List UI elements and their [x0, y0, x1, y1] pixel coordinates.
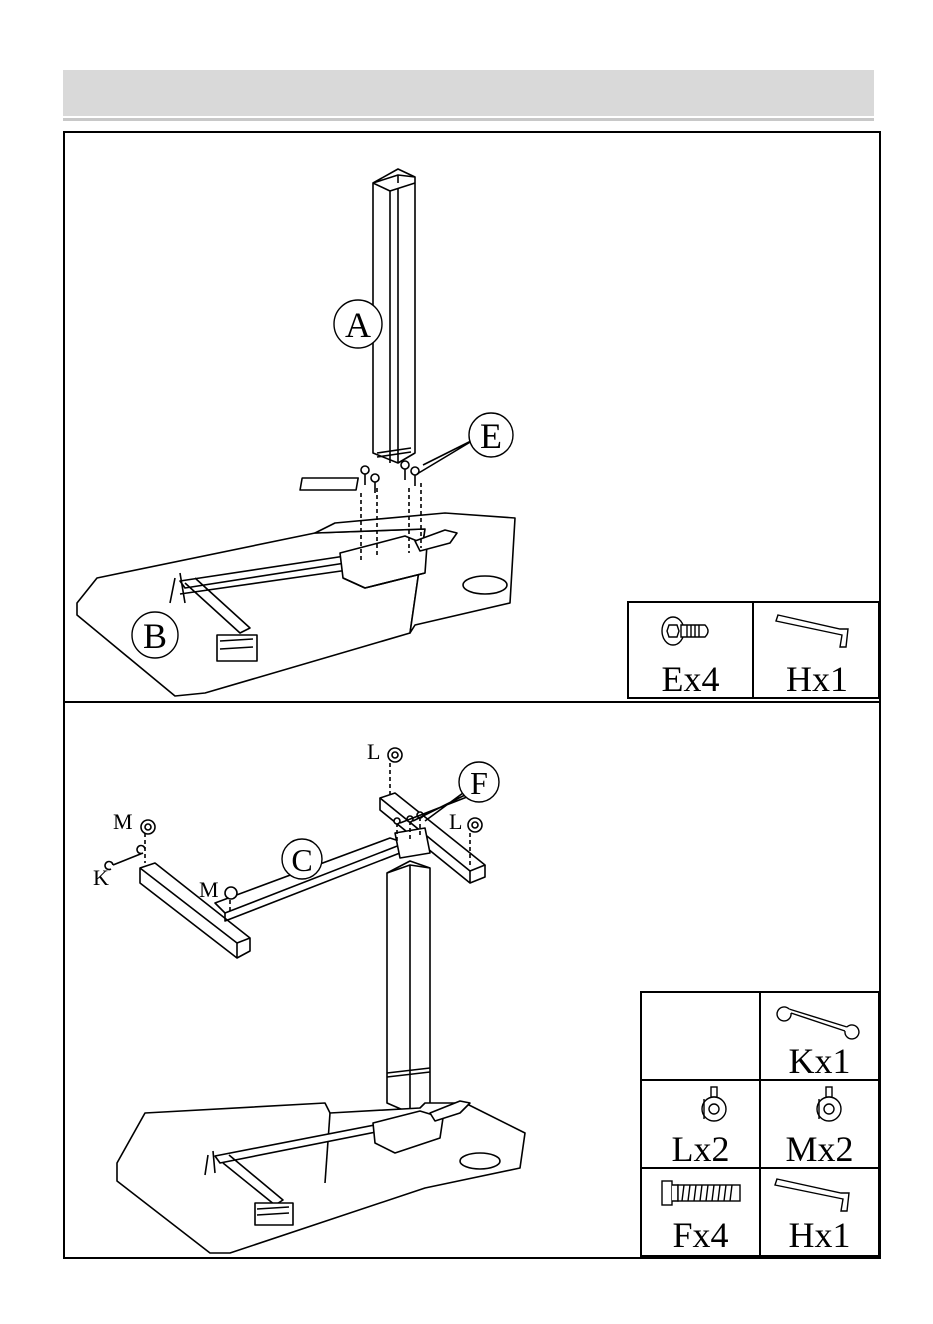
part-cell: Mx2 — [761, 1081, 878, 1169]
caster-m1 — [141, 820, 155, 834]
label-k: K — [93, 865, 109, 890]
part-cell: Kx1 — [761, 993, 878, 1081]
part-label: Hx1 — [761, 1217, 878, 1253]
parts-table-step-1: Ex4 Hx1 — [627, 601, 880, 699]
empty-cell — [642, 993, 761, 1081]
caster-m2 — [225, 887, 237, 899]
label-b: B — [143, 616, 167, 656]
left-foot-bar — [140, 868, 237, 958]
part-label: Ex4 — [629, 661, 752, 697]
label-c: C — [291, 842, 312, 878]
part-cell: Hx1 — [761, 1169, 878, 1255]
base-foot-lower — [117, 1103, 525, 1253]
part-label: Mx2 — [761, 1131, 878, 1167]
step-2-panel: C F L L M M K Kx1 — [63, 701, 881, 1259]
label-e: E — [480, 416, 502, 456]
parts-table-step-2: Kx1 Lx2 Mx2 — [640, 991, 880, 1257]
part-cell: Lx2 — [642, 1081, 761, 1169]
label-f: F — [470, 765, 488, 801]
wrench-k — [105, 846, 145, 870]
column — [387, 861, 430, 1113]
part-cell: Fx4 — [642, 1169, 761, 1255]
header-rule — [63, 118, 874, 121]
step-1-panel: A E B Ex4 Hx1 — [63, 131, 881, 703]
caster-l1 — [388, 748, 402, 762]
caster-l2 — [468, 818, 482, 832]
part-label: Fx4 — [642, 1217, 759, 1253]
label-a: A — [345, 305, 371, 345]
part-cell: Ex4 — [629, 603, 754, 697]
part-label: Kx1 — [761, 1043, 878, 1079]
label-m-left: M — [113, 809, 133, 834]
label-l-right: L — [449, 809, 462, 834]
right-foot-bar — [380, 793, 485, 871]
label-l-top: L — [367, 739, 380, 764]
part-label: Hx1 — [756, 661, 878, 697]
header-bar — [63, 70, 874, 116]
label-m-center: M — [199, 877, 219, 902]
part-label: Lx2 — [642, 1131, 759, 1167]
screws-e — [300, 461, 419, 493]
part-cell: Hx1 — [756, 603, 878, 697]
